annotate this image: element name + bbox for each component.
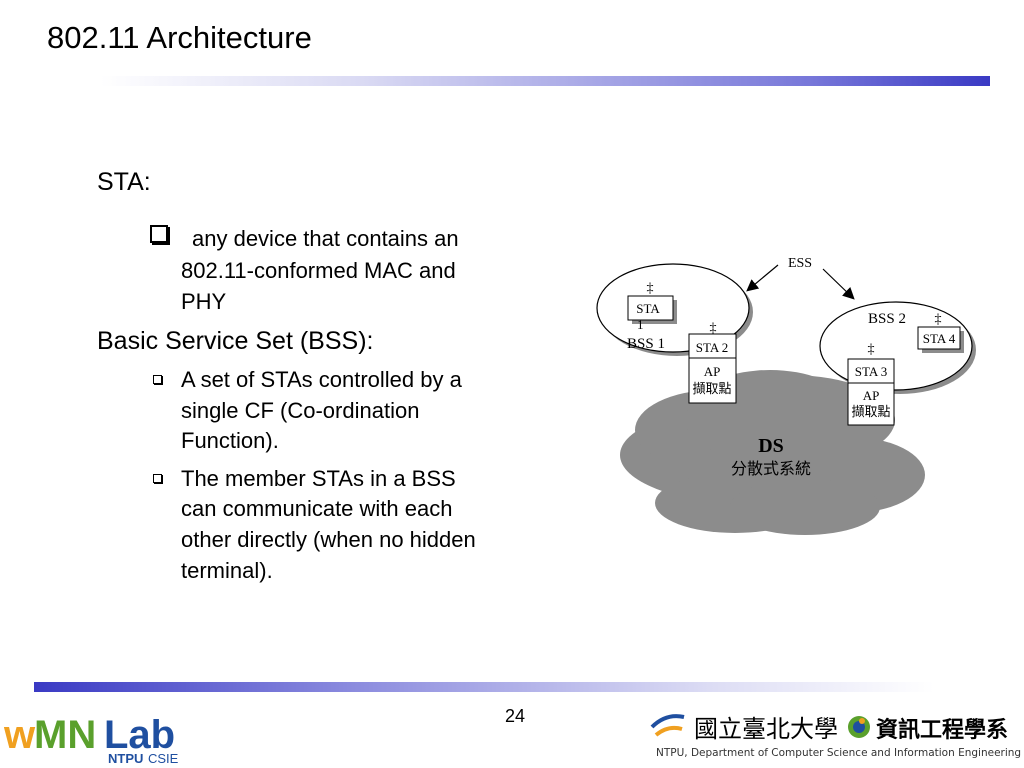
logo-w-text: w xyxy=(4,713,36,757)
page-number: 24 xyxy=(505,706,526,726)
antenna-icon: ‡ xyxy=(868,342,875,357)
ess-architecture-diagram: ESS ‡ STA 1 BSS 1 ‡ STA 2 AP 擷取點 BSS 2 ‡… xyxy=(596,256,976,535)
sta-bullet-line: 802.11-conformed MAC and xyxy=(181,258,456,283)
ap1-box xyxy=(688,357,737,404)
bss-bullet1-line: Function). xyxy=(181,428,279,453)
bss-bullet2-line: other directly (when no hidden xyxy=(181,527,476,552)
ap2-label: AP xyxy=(863,388,880,403)
sta3-box xyxy=(847,358,895,384)
slide-title: 802.11 Architecture xyxy=(47,20,312,55)
bss-bullet2-line: can communicate with each xyxy=(181,496,453,521)
wmnlab-logo: w MN Lab NTPU CSIE xyxy=(4,713,179,766)
ess-arrow-right xyxy=(822,268,855,300)
bss1-label: BSS 1 xyxy=(627,336,665,352)
csie-chinese-name: 資訊工程學系 xyxy=(876,717,1008,743)
csie-emblem-icon xyxy=(848,716,870,738)
square-bullet-icon xyxy=(153,474,162,483)
antenna-icon: ‡ xyxy=(710,321,717,336)
ap1-chinese-label: 擷取點 xyxy=(692,381,731,397)
ntpu-chinese-name: 國立臺北大學 xyxy=(694,715,838,743)
bss-bullet2-line: The member STAs in a BSS xyxy=(181,466,456,491)
logo-ntpu-text: NTPU xyxy=(108,751,143,766)
bss-bullet1-line: single CF (Co-ordination xyxy=(181,398,420,423)
ds-cloud xyxy=(620,370,925,535)
bss-bullet2-line: terminal). xyxy=(181,558,273,583)
sta-heading: STA: xyxy=(97,168,151,196)
department-english-name: NTPU, Department of Computer Science and… xyxy=(656,747,1021,759)
bss-heading: Basic Service Set (BSS): xyxy=(97,327,374,355)
logo-lab-text: Lab xyxy=(104,713,175,757)
sta1-label: STA xyxy=(636,301,660,316)
footer-bar xyxy=(34,682,934,692)
ap1-label: AP xyxy=(704,364,721,379)
sta1-box xyxy=(627,295,674,321)
ds-label: DS xyxy=(758,435,784,457)
sta3-label: STA 3 xyxy=(855,364,888,379)
sta2-box xyxy=(688,333,737,359)
sta1-label-2: 1 xyxy=(637,317,644,332)
square-bullet-icon xyxy=(150,225,168,243)
ess-label: ESS xyxy=(788,256,812,271)
sta-bullet-line: any device that contains an xyxy=(192,226,459,251)
logo-mn-text: MN xyxy=(34,713,96,757)
logo-csie-text: CSIE xyxy=(148,751,179,766)
sta4-box xyxy=(917,326,961,350)
bss2-label: BSS 2 xyxy=(868,311,906,327)
bss-bullet1-line: A set of STAs controlled by a xyxy=(181,367,462,392)
ds-chinese-label: 分散式系統 xyxy=(731,459,811,478)
ap2-box xyxy=(847,382,895,426)
ntpu-csie-logo: 國立臺北大學 資訊工程學系 NTPU, Department of Comput… xyxy=(650,714,1021,759)
ap2-chinese-label: 擷取點 xyxy=(851,404,890,420)
ntpu-emblem-icon xyxy=(650,714,685,737)
sta4-label: STA 4 xyxy=(923,331,956,346)
sta2-label: STA 2 xyxy=(696,340,729,355)
sta-bullet-line: PHY xyxy=(181,289,227,314)
antenna-icon: ‡ xyxy=(935,312,942,327)
title-underline-bar xyxy=(100,76,990,86)
square-bullet-icon xyxy=(153,375,162,384)
antenna-icon: ‡ xyxy=(647,281,654,296)
ess-arrow-left xyxy=(746,264,779,292)
